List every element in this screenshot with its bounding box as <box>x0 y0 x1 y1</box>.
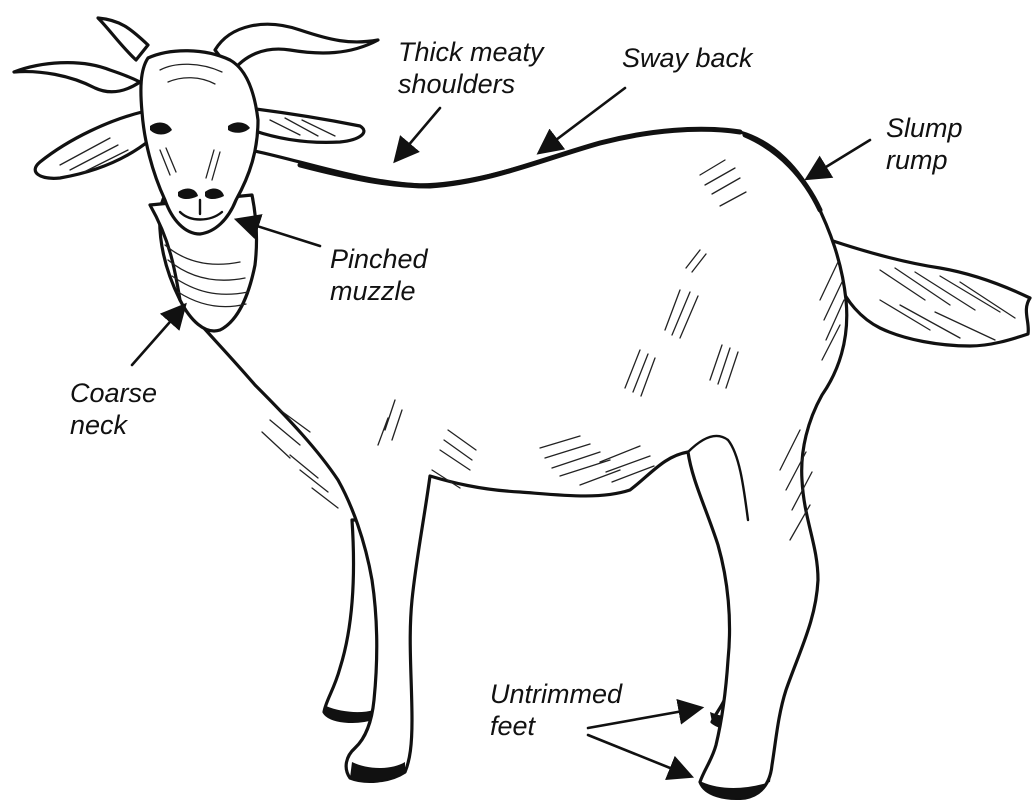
label-line: neck <box>70 409 157 441</box>
label-line: Slump <box>886 112 963 144</box>
label-line: muzzle <box>330 275 428 307</box>
label-line: Pinched <box>330 243 428 275</box>
arrow-coarse-neck <box>132 306 184 365</box>
label-line: Untrimmed <box>490 678 622 710</box>
label-thick-meaty-shoulders: Thick meaty shoulders <box>398 36 544 100</box>
arrow-slump-rump <box>808 140 870 178</box>
label-untrimmed-feet: Untrimmed feet <box>490 678 622 742</box>
label-line: feet <box>490 710 622 742</box>
label-coarse-neck: Coarse neck <box>70 377 157 441</box>
label-line: Sway back <box>622 42 753 74</box>
label-line: Coarse <box>70 377 157 409</box>
label-line: rump <box>886 144 963 176</box>
label-pinched-muzzle: Pinched muzzle <box>330 243 428 307</box>
label-line: Thick meaty <box>398 36 544 68</box>
label-slump-rump: Slump rump <box>886 112 963 176</box>
tail <box>830 240 1030 346</box>
label-sway-back: Sway back <box>622 42 753 74</box>
arrow-shoulders <box>396 108 440 160</box>
label-line: shoulders <box>398 68 544 100</box>
